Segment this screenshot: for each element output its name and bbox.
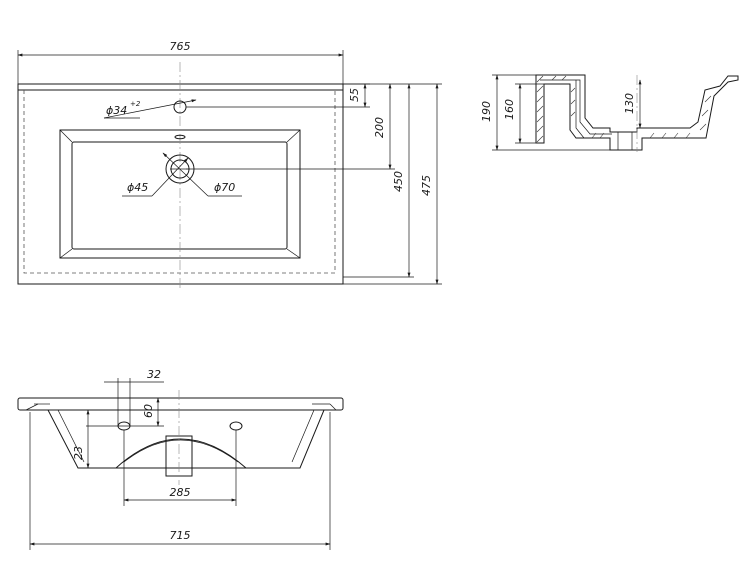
front-view: 32 60 23 285 715 <box>17 368 344 550</box>
side-section-outline <box>535 74 739 151</box>
front-bowl-arch <box>115 438 247 469</box>
dim-200-label: 200 <box>373 117 386 138</box>
dim-765-label: 765 <box>170 40 191 53</box>
dim-phi45-label: ϕ45 <box>127 181 148 194</box>
side-section-hatching <box>536 75 712 143</box>
dim-55-label: 55 <box>348 88 361 102</box>
dim-475-label: 475 <box>420 175 433 196</box>
bowl-inner <box>71 141 288 250</box>
leader-phi70-diag <box>162 152 209 197</box>
bowl-bevel <box>286 129 301 143</box>
dim-phi34-tol: +2 <box>130 100 141 108</box>
dim-715-label: 715 <box>170 529 191 542</box>
dim-phi70-label: ϕ70 <box>214 181 235 194</box>
leader-phi45-diag <box>151 157 189 197</box>
front-left-inner <box>57 409 85 463</box>
dim-190-label: 190 <box>480 101 493 122</box>
front-left-edge <box>25 403 39 411</box>
dim-phi34-label: ϕ34 <box>106 104 127 117</box>
dim-450-label: 450 <box>392 171 405 192</box>
top-view-underside-dashed <box>23 90 336 274</box>
side-section-inner <box>575 80 585 139</box>
side-section-view: 190 160 130 <box>480 74 739 152</box>
front-top-slab <box>17 397 344 411</box>
side-section-inner <box>540 79 612 135</box>
front-right-edge <box>329 403 337 411</box>
dim-32-label: 32 <box>147 368 161 381</box>
dim-160-label: 160 <box>503 99 516 120</box>
top-view: 765 ϕ34 +2 ϕ45 ϕ70 55 200 450 475 <box>17 40 442 290</box>
bowl-bevel <box>59 248 73 259</box>
top-view-outline <box>17 83 344 285</box>
dim-130-label: 130 <box>623 93 636 114</box>
overflow-slot <box>174 134 186 140</box>
dim-23-label: 23 <box>72 446 85 460</box>
front-right-inner <box>291 409 315 463</box>
bowl-bevel <box>59 129 73 143</box>
bowl-bevel <box>286 248 301 259</box>
front-bowl-arch-inner <box>123 439 239 463</box>
leader-phi34 <box>103 99 197 119</box>
mount-hole-right <box>229 421 243 431</box>
dim-285-label: 285 <box>170 486 191 499</box>
dim-60-label: 60 <box>142 404 155 418</box>
